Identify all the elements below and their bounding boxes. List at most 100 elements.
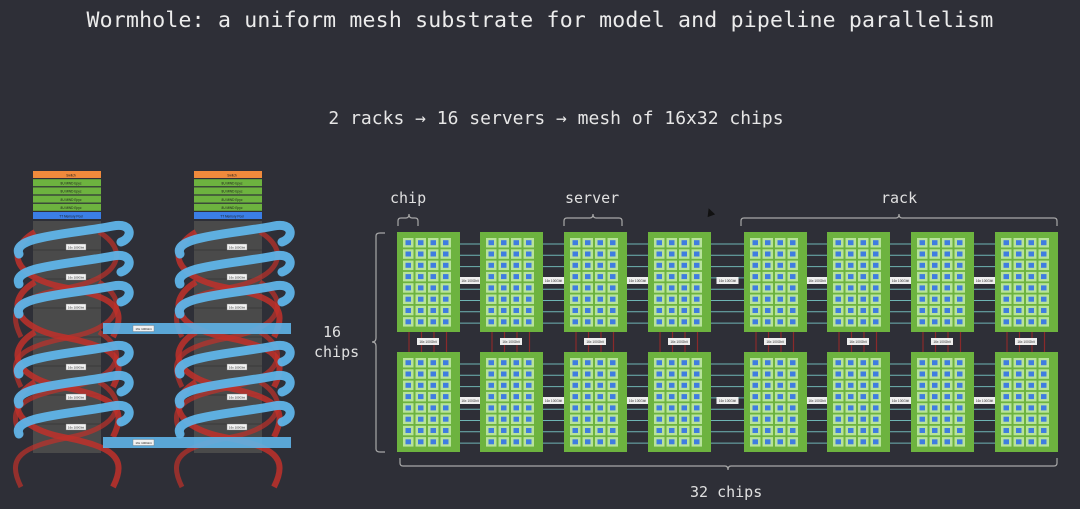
chip <box>833 391 844 402</box>
chip <box>523 403 534 413</box>
chip <box>954 249 965 259</box>
cable-label: 16x 100Gbit <box>226 393 248 401</box>
chip <box>1038 414 1049 424</box>
chip <box>917 414 928 424</box>
chip <box>858 414 869 424</box>
svg-text:16x 100Gbit: 16x 100Gbit <box>229 306 245 310</box>
chip <box>440 380 451 391</box>
chip <box>762 271 773 282</box>
chip <box>787 294 798 304</box>
chip <box>498 437 509 447</box>
chip <box>750 317 761 327</box>
chip <box>1013 238 1024 248</box>
chip <box>1026 380 1037 391</box>
chip <box>666 317 677 327</box>
chip <box>428 238 439 248</box>
chip <box>870 403 881 413</box>
chip <box>428 425 439 436</box>
chip <box>1001 380 1012 391</box>
rack-unit <box>194 187 262 195</box>
chip <box>403 317 414 327</box>
rack-unit-label: 8U MWD Epyc <box>222 190 243 194</box>
chip <box>523 437 534 447</box>
chip <box>1038 305 1049 316</box>
chip <box>498 317 509 327</box>
cable-label: 16x 100Gbit <box>65 243 87 251</box>
svg-text:16x 100Gbit: 16x 100Gbit <box>229 246 245 250</box>
chip <box>942 249 953 259</box>
rack-unit <box>33 179 101 187</box>
chip <box>403 358 414 368</box>
chip <box>607 414 618 424</box>
board-background <box>480 352 543 452</box>
cable-label: 16x 100Gbit <box>226 273 248 281</box>
chip <box>929 425 940 436</box>
chip <box>1001 369 1012 379</box>
chip <box>929 414 940 424</box>
svg-text:16x 100Gbit: 16x 100Gbit <box>976 399 993 403</box>
chip <box>595 249 606 259</box>
chip <box>679 238 690 248</box>
chip <box>870 317 881 327</box>
chip <box>833 260 844 271</box>
chip <box>870 260 881 271</box>
chip <box>415 437 426 447</box>
server-board <box>648 232 711 332</box>
svg-text:16x 100Gbit: 16x 100Gbit <box>229 366 245 370</box>
chip <box>833 380 844 391</box>
chip <box>1026 403 1037 413</box>
chip <box>833 249 844 259</box>
chip <box>1001 425 1012 436</box>
chip <box>570 317 581 327</box>
board-background <box>480 232 543 332</box>
chip <box>787 317 798 327</box>
chip <box>595 283 606 293</box>
chip <box>570 369 581 379</box>
chip <box>440 283 451 293</box>
chip <box>440 305 451 316</box>
chip <box>1001 283 1012 293</box>
chip <box>511 305 522 316</box>
chip <box>666 414 677 424</box>
chip <box>498 283 509 293</box>
link-label: 16x 100Gbit <box>459 397 481 404</box>
chip <box>775 305 786 316</box>
chip <box>511 414 522 424</box>
chip <box>917 380 928 391</box>
chip <box>1026 425 1037 436</box>
chip <box>833 271 844 282</box>
chip <box>570 294 581 304</box>
chip <box>582 425 593 436</box>
chip <box>415 305 426 316</box>
chip <box>679 249 690 259</box>
chip <box>942 294 953 304</box>
chip <box>750 305 761 316</box>
chip <box>1026 317 1037 327</box>
chip <box>440 249 451 259</box>
chip <box>787 425 798 436</box>
chip <box>929 271 940 282</box>
blue-cable <box>13 220 134 259</box>
svg-text:16x 100Gbit: 16x 100Gbit <box>419 340 436 344</box>
chip <box>654 391 665 402</box>
chip <box>570 260 581 271</box>
chip <box>870 391 881 402</box>
server-board <box>911 232 974 332</box>
svg-text:16x 100Gbit: 16x 100Gbit <box>849 340 866 344</box>
chip <box>415 260 426 271</box>
chip <box>917 238 928 248</box>
chip <box>582 249 593 259</box>
chip <box>679 358 690 368</box>
chip <box>775 317 786 327</box>
chip <box>942 358 953 368</box>
chip <box>582 391 593 402</box>
blue-cable <box>174 280 295 319</box>
chip <box>511 403 522 413</box>
chip <box>762 260 773 271</box>
chip <box>954 391 965 402</box>
chip <box>833 283 844 293</box>
chip <box>942 391 953 402</box>
chip <box>775 380 786 391</box>
chip <box>595 358 606 368</box>
